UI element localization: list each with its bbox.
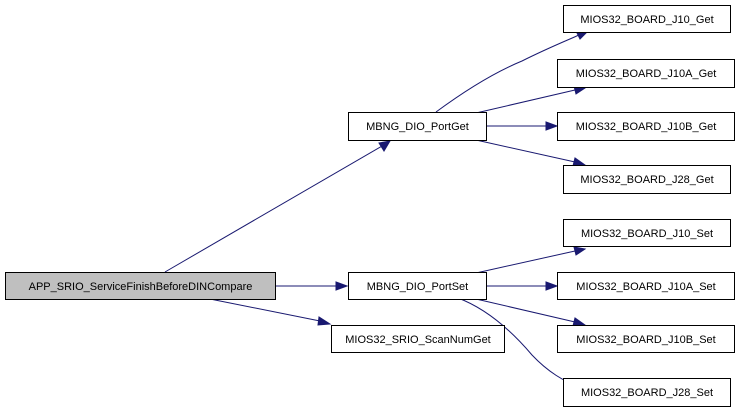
- node-port-get[interactable]: MBNG_DIO_PortGet: [348, 112, 487, 141]
- node-j10a-get[interactable]: MIOS32_BOARD_J10A_Get: [557, 59, 735, 88]
- edge-port-get-to-j10a-get: [475, 89, 576, 114]
- node-j10a-set-label: MIOS32_BOARD_J10A_Set: [576, 281, 715, 293]
- node-j10-set-label: MIOS32_BOARD_J10_Set: [581, 228, 713, 240]
- node-j10b-get[interactable]: MIOS32_BOARD_J10B_Get: [557, 112, 735, 141]
- edge-root-to-port-get-arrowhead: [378, 140, 391, 152]
- node-j10a-set[interactable]: MIOS32_BOARD_J10A_Set: [557, 272, 735, 300]
- node-root-label: APP_SRIO_ServiceFinishBeforeDINCompare: [29, 281, 253, 293]
- edge-port-get-to-j28-get-arrowhead: [572, 157, 587, 167]
- edge-port-get-to-j28-get: [475, 139, 576, 163]
- edge-root-to-port-get: [164, 145, 383, 273]
- node-j28-set-label: MIOS32_BOARD_J28_Set: [581, 387, 713, 399]
- node-scan-num-get[interactable]: MIOS32_SRIO_ScanNumGet: [331, 325, 505, 353]
- node-port-set-label: MBNG_DIO_PortSet: [367, 281, 468, 293]
- edge-port-set-to-j10b-set-arrowhead: [572, 317, 587, 327]
- edge-port-set-to-j10b-set: [475, 298, 576, 323]
- node-j10b-set-label: MIOS32_BOARD_J10B_Set: [576, 334, 715, 346]
- edge-root-to-scan-num-get-arrowhead: [317, 316, 332, 326]
- node-j10b-get-label: MIOS32_BOARD_J10B_Get: [576, 121, 717, 133]
- edge-port-set-to-j10-set: [475, 250, 576, 274]
- edge-port-set-to-j10-set-arrowhead: [573, 246, 587, 256]
- edge-root-to-port-set-arrowhead: [335, 281, 349, 291]
- edge-port-set-to-j10a-set-arrowhead: [545, 281, 559, 291]
- node-j28-get-label: MIOS32_BOARD_J28_Get: [580, 174, 713, 186]
- node-j10-get[interactable]: MIOS32_BOARD_J10_Get: [563, 5, 731, 33]
- edge-port-get-to-j10-get: [435, 34, 580, 113]
- node-j28-set[interactable]: MIOS32_BOARD_J28_Set: [563, 378, 731, 407]
- node-port-set[interactable]: MBNG_DIO_PortSet: [348, 272, 487, 300]
- node-j28-get[interactable]: MIOS32_BOARD_J28_Get: [563, 165, 731, 194]
- node-root[interactable]: APP_SRIO_ServiceFinishBeforeDINCompare: [5, 272, 276, 300]
- node-j10b-set[interactable]: MIOS32_BOARD_J10B_Set: [557, 325, 735, 353]
- node-port-get-label: MBNG_DIO_PortGet: [366, 121, 469, 133]
- edge-root-to-scan-num-get: [209, 298, 321, 322]
- node-j10-set[interactable]: MIOS32_BOARD_J10_Set: [563, 219, 731, 247]
- node-j10a-get-label: MIOS32_BOARD_J10A_Get: [576, 68, 717, 80]
- node-j10-get-label: MIOS32_BOARD_J10_Get: [580, 14, 713, 26]
- edge-port-get-to-j10b-get-arrowhead: [545, 121, 559, 131]
- node-scan-num-get-label: MIOS32_SRIO_ScanNumGet: [345, 334, 491, 346]
